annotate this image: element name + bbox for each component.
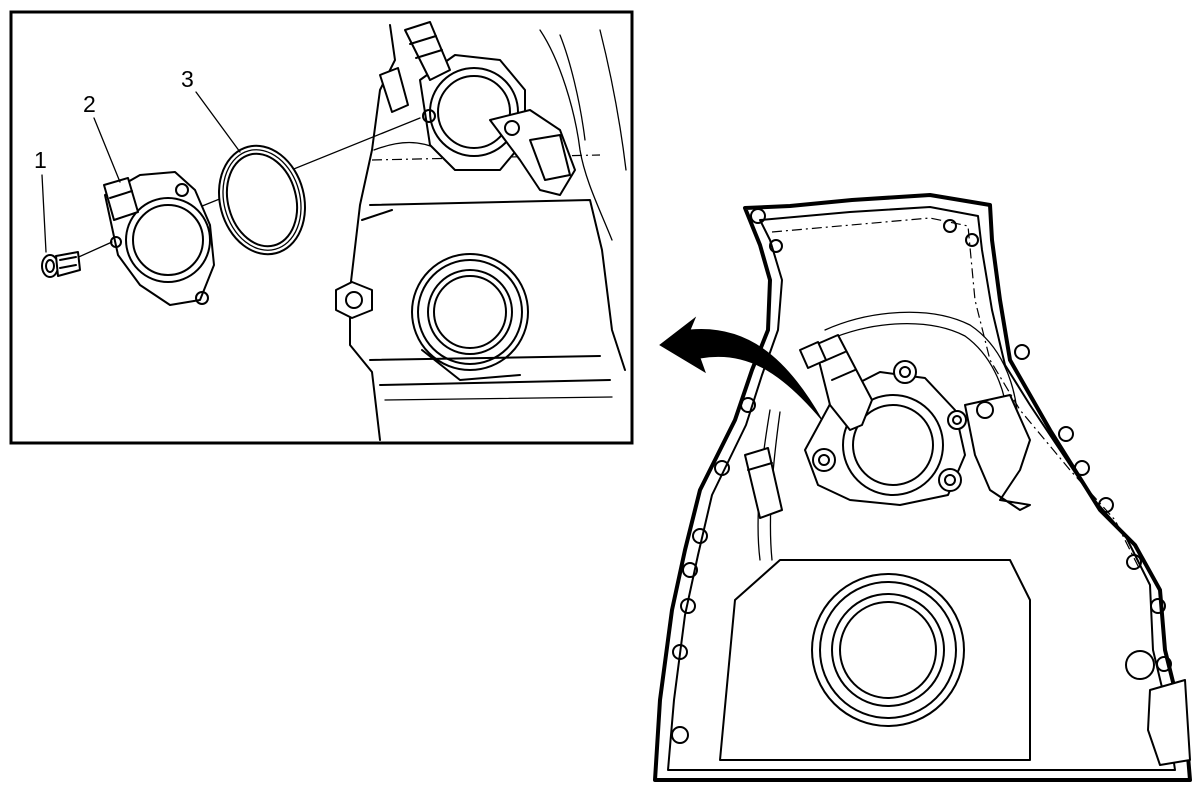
plate-bolt-left bbox=[812, 448, 836, 472]
wiring-harness bbox=[824, 311, 1019, 421]
front-cover-flange bbox=[667, 206, 1176, 771]
sensor-cover bbox=[103, 171, 215, 306]
front-cover-main-view bbox=[653, 193, 1192, 782]
side-connector bbox=[744, 447, 783, 519]
crank-seal-bore bbox=[719, 559, 1031, 761]
inset-cover-section bbox=[335, 21, 627, 441]
plate-bolt-right bbox=[938, 468, 962, 492]
callout-2-leader bbox=[93, 117, 121, 183]
seal-gasket bbox=[218, 144, 306, 256]
inset-frame bbox=[9, 10, 634, 445]
harness-bracket bbox=[964, 394, 1031, 511]
lower-right-fitting bbox=[1125, 650, 1155, 680]
callout-1-leader bbox=[41, 174, 47, 253]
sensor-bore-outer bbox=[842, 394, 944, 496]
detail-inset: 1 2 3 bbox=[9, 10, 634, 445]
callout-3-leader bbox=[195, 91, 241, 153]
plate-bolt-top bbox=[893, 360, 917, 384]
bolt bbox=[41, 251, 81, 278]
curved-arrow bbox=[659, 316, 823, 421]
sensor-bore-inner bbox=[852, 404, 934, 486]
callout-2-label: 2 bbox=[83, 91, 96, 117]
callout-1-label: 1 bbox=[34, 147, 47, 173]
callout-3-label: 3 bbox=[181, 66, 194, 92]
plate-bolt-upper-right bbox=[947, 410, 967, 430]
